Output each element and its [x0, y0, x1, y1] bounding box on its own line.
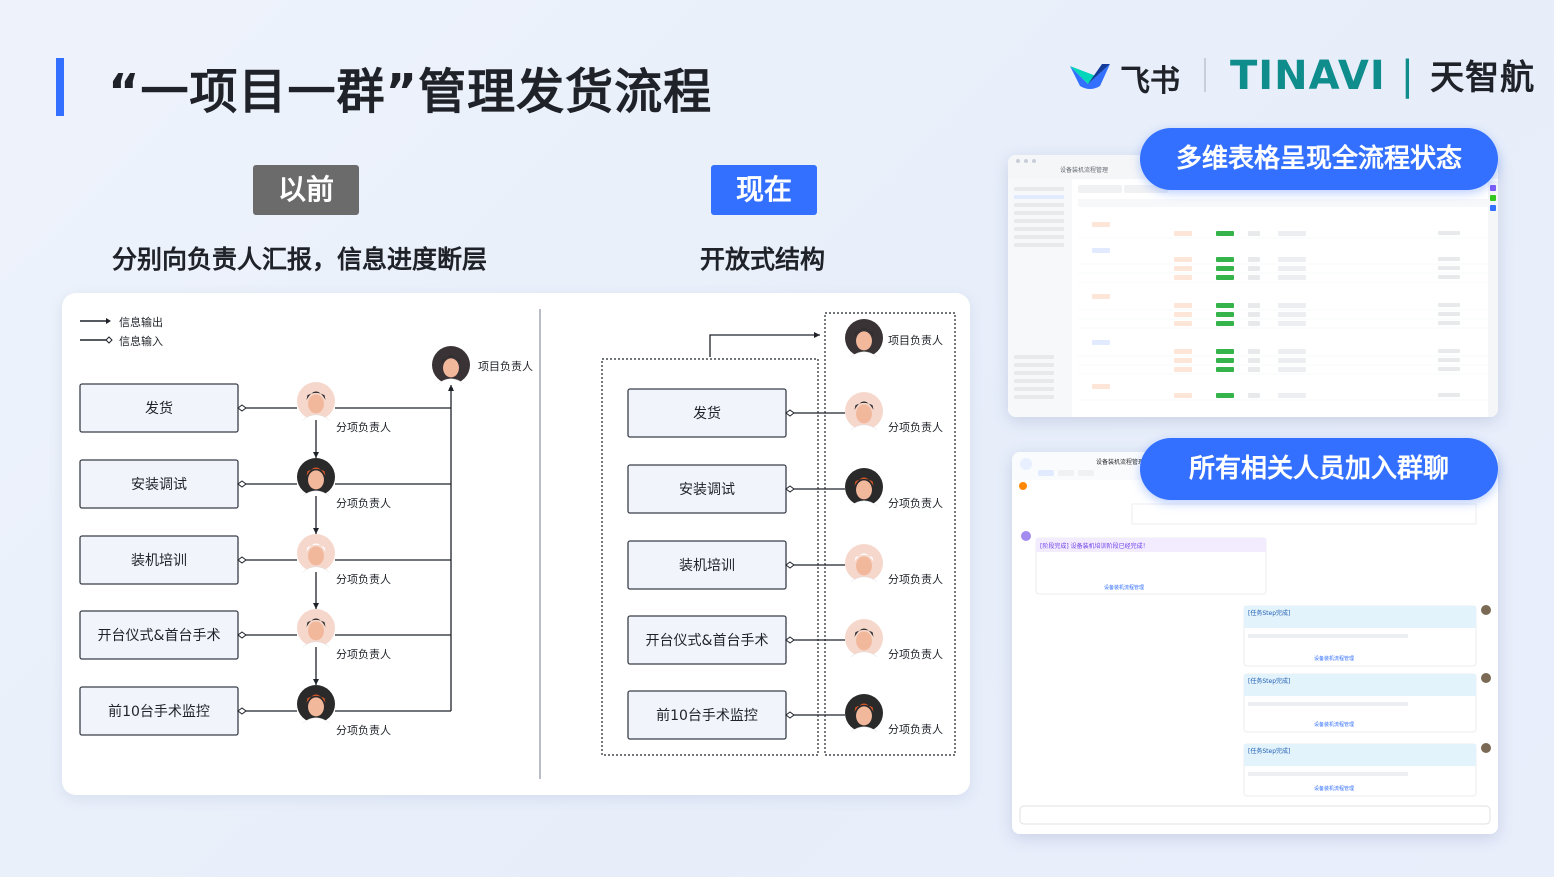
- now-task-box-4: 前10台手术监控: [627, 690, 787, 740]
- now-task-box-2: 装机培训: [627, 540, 787, 590]
- before-project-owner-avatar: [432, 346, 470, 385]
- before-sub-owner-avatar-1: [297, 458, 335, 497]
- before-sub-owner-avatar-3: [297, 609, 335, 648]
- chat-message-2: [任务Step完成]: [1248, 677, 1290, 685]
- page-title: “一项目一群”管理发货流程: [108, 64, 713, 120]
- before-task-box-1: 安装调试: [79, 459, 239, 509]
- now-task-label-4: 前10台手术监控: [656, 707, 758, 724]
- now-tasks-group-frame: [601, 358, 819, 756]
- tinavi-logo: TINAVI | 天智航: [1230, 50, 1535, 99]
- before-task-label-0: 发货: [145, 400, 173, 417]
- before-sub-owner-avatar-2: [297, 534, 335, 573]
- chat-mock: 设备装机流程管理 [阶段完成] 设备装机培训阶段已经完成！ 设备装机流程管理 [任务…: [1012, 452, 1498, 834]
- chat-message-0: [阶段完成] 设备装机培训阶段已经完成！: [1040, 542, 1149, 550]
- feishu-logo-text: 飞书: [1120, 64, 1180, 99]
- subtitle-before: 分别向负责人汇报，信息进度断层: [112, 245, 488, 274]
- now-sub-owner-label-0: 分项负责人: [888, 420, 943, 434]
- now-task-label-1: 安装调试: [679, 482, 735, 498]
- chat-window-title: 设备装机流程管理: [1096, 458, 1144, 466]
- before-sub-owner-avatar-4: [297, 685, 335, 724]
- now-sub-owner-avatar-1: [845, 468, 883, 507]
- before-task-box-4: 前10台手术监控: [79, 686, 239, 736]
- legend: 信息输出 信息输入: [80, 315, 163, 348]
- before-diagram: 项目负责人发货分项负责人安装调试分项负责人装机培训分项负责人开台仪式&首台手术分…: [79, 346, 533, 737]
- diagram-card: 信息输出 信息输入 项目负责人发货分项负责人安装调试分项负责人装机培训分项负责人…: [62, 293, 970, 795]
- chat-message-1: [任务Step完成]: [1248, 609, 1290, 617]
- now-sub-owner-label-1: 分项负责人: [888, 496, 943, 510]
- now-diagram: 项目负责人发货分项负责人安装调试分项负责人装机培训分项负责人开台仪式&首台手术分…: [601, 312, 956, 756]
- tag-now: 现在: [711, 165, 817, 215]
- now-owners-group-frame: [824, 312, 956, 756]
- subtitle-now: 开放式结构: [700, 245, 826, 274]
- tinavi-logo-separator: |: [1400, 53, 1416, 99]
- bitable-screenshot: 设备装机流程管理: [1008, 155, 1498, 417]
- bitable-mock: 设备装机流程管理: [1008, 155, 1498, 417]
- group-chat-screenshot: 设备装机流程管理 [阶段完成] 设备装机培训阶段已经完成！ 设备装机流程管理 [任务…: [1012, 452, 1498, 834]
- before-task-box-0: 发货: [79, 383, 239, 433]
- before-sub-owner-label-1: 分项负责人: [336, 496, 391, 510]
- now-task-box-0: 发货: [627, 388, 787, 438]
- chat-source-0: 设备装机流程管理: [1104, 584, 1144, 591]
- now-sub-owner-avatar-4: [845, 694, 883, 733]
- title-accent-bar: [56, 58, 64, 116]
- chat-message-3: [任务Step完成]: [1248, 747, 1290, 755]
- now-sub-owner-avatar-2: [845, 544, 883, 583]
- before-task-label-1: 安装调试: [131, 477, 187, 493]
- now-task-box-3: 开台仪式&首台手术: [627, 615, 787, 665]
- legend-input-label: 信息输入: [119, 334, 163, 348]
- before-task-box-3: 开台仪式&首台手术: [79, 610, 239, 660]
- legend-output-label: 信息输出: [119, 315, 163, 329]
- feishu-logo-icon: [1070, 64, 1110, 89]
- tag-before: 以前: [253, 165, 359, 215]
- before-task-label-2: 装机培训: [131, 553, 187, 569]
- now-task-label-2: 装机培训: [679, 558, 735, 574]
- now-task-label-3: 开台仪式&首台手术: [646, 633, 769, 649]
- bitable-banner: 多维表格呈现全流程状态: [1140, 128, 1498, 190]
- now-sub-owner-label-4: 分项负责人: [888, 722, 943, 736]
- now-task-box-1: 安装调试: [627, 464, 787, 514]
- before-sub-owner-label-0: 分项负责人: [336, 420, 391, 434]
- org-diagram: 信息输出 信息输入 项目负责人发货分项负责人安装调试分项负责人装机培训分项负责人…: [79, 309, 956, 779]
- now-project-owner-avatar: [845, 319, 883, 358]
- chat-banner: 所有相关人员加入群聊: [1140, 438, 1498, 500]
- before-task-box-2: 装机培训: [79, 535, 239, 585]
- tinavi-logo-cn: 天智航: [1430, 58, 1536, 98]
- chat-source-2: 设备装机流程管理: [1314, 721, 1354, 728]
- now-sub-owner-label-3: 分项负责人: [888, 647, 943, 661]
- before-project-owner-label: 项目负责人: [478, 359, 533, 373]
- now-project-owner-label: 项目负责人: [888, 333, 943, 347]
- now-sub-owner-avatar-0: [845, 392, 883, 431]
- now-sub-owner-avatar-3: [845, 619, 883, 658]
- bitable-window-title: 设备装机流程管理: [1060, 166, 1108, 174]
- before-sub-owner-label-2: 分项负责人: [336, 572, 391, 586]
- now-task-label-0: 发货: [693, 405, 721, 422]
- logo-divider: [1204, 58, 1206, 92]
- tinavi-logo-en: TINAVI: [1230, 53, 1386, 99]
- before-sub-owner-avatar-0: [297, 382, 335, 421]
- now-sub-owner-label-2: 分项负责人: [888, 572, 943, 586]
- before-sub-owner-label-3: 分项负责人: [336, 647, 391, 661]
- chat-source-3: 设备装机流程管理: [1314, 785, 1354, 792]
- chat-source-1: 设备装机流程管理: [1314, 655, 1354, 662]
- before-task-label-4: 前10台手术监控: [108, 703, 210, 720]
- before-sub-owner-label-4: 分项负责人: [336, 723, 391, 737]
- before-task-label-3: 开台仪式&首台手术: [98, 628, 221, 644]
